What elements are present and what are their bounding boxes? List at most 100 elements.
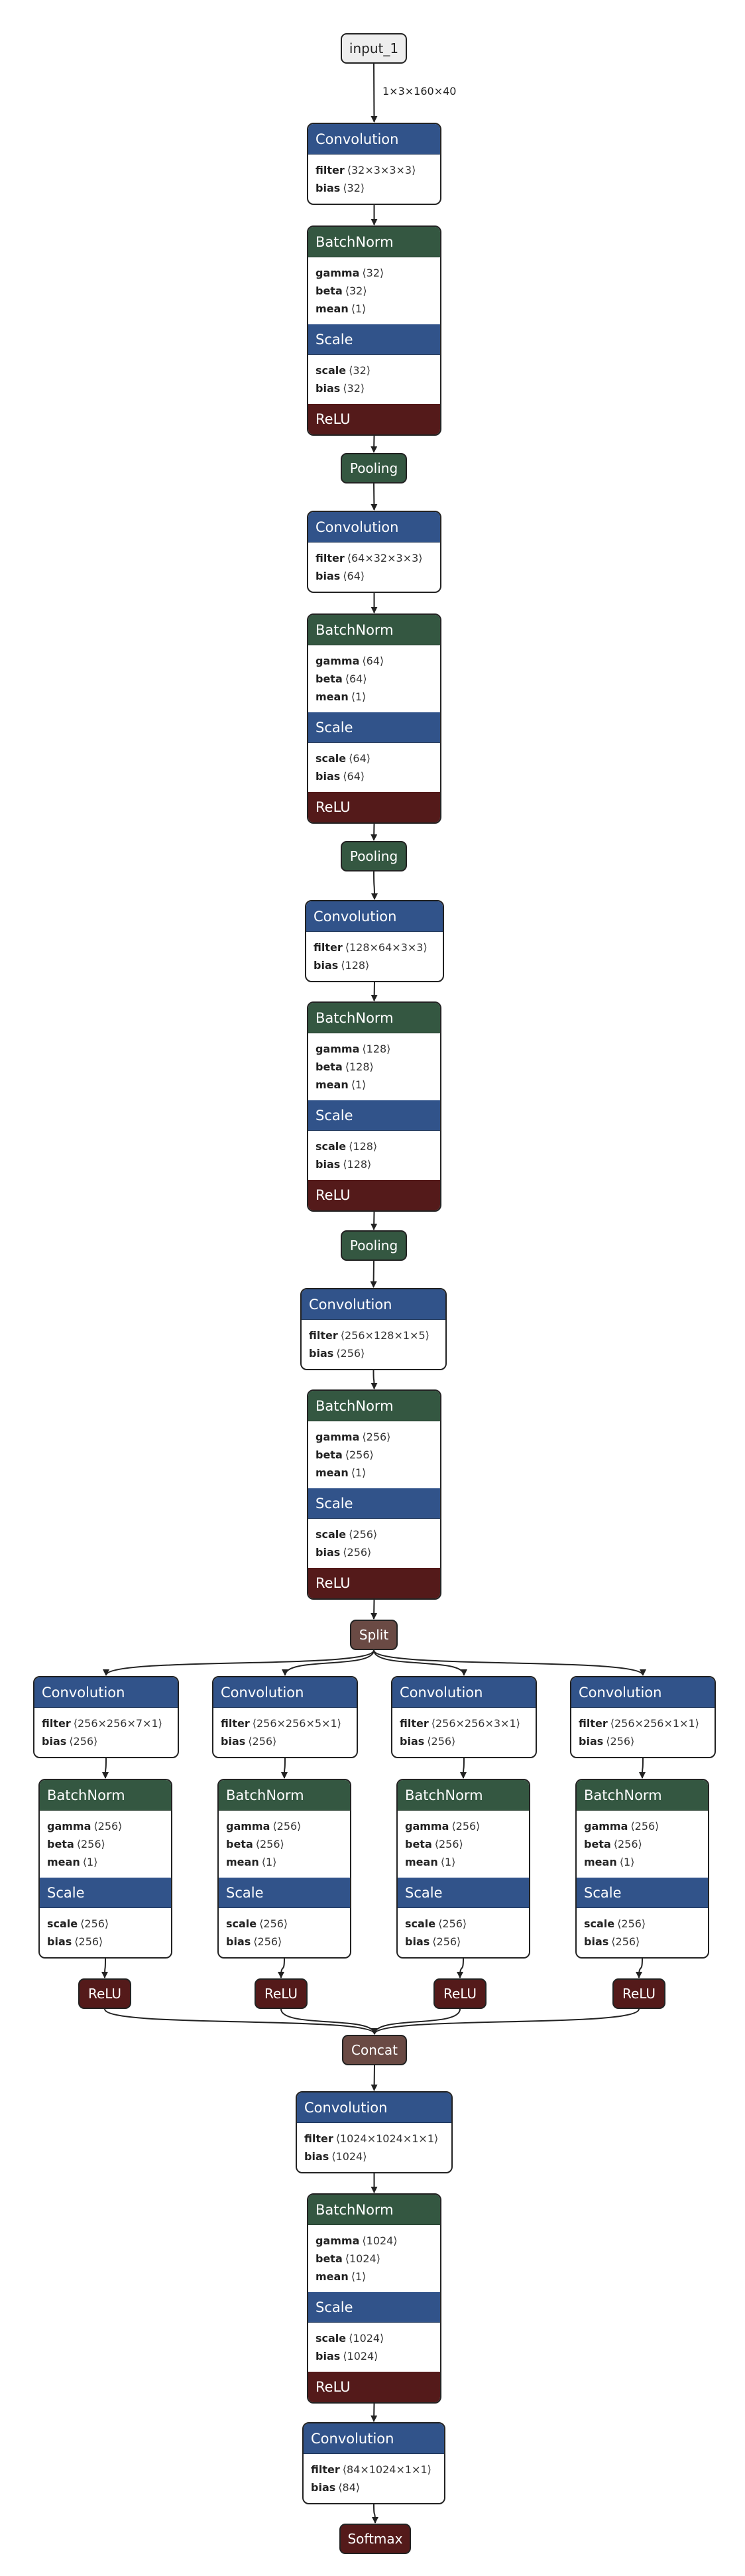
bn3-node-batchnorm-attributes: gamma⟨128⟩beta⟨128⟩mean⟨1⟩ (308, 1033, 440, 1100)
branch2-bn-node-scale-attr-value: ⟨256⟩ (432, 1935, 461, 1948)
pool3-node[interactable]: Pooling (341, 1230, 407, 1261)
branch0-relu-node[interactable]: ReLU (78, 1978, 131, 2009)
branch3-bn-node-batchnorm-attr-name: gamma (584, 1820, 628, 1833)
edge-22 (457, 1958, 464, 1978)
softmax-node[interactable]: Softmax (339, 2524, 411, 2554)
bn4-node-batchnorm-attr-value: ⟨256⟩ (362, 1431, 391, 1443)
bn5-node-batchnorm-attr-name: beta (315, 2252, 343, 2265)
edges (101, 63, 646, 2524)
bn2-node-batchnorm-attributes: gamma⟨64⟩beta⟨64⟩mean⟨1⟩ (308, 645, 440, 712)
branch1-bn-node-batchnorm-attr-value: ⟨256⟩ (255, 1838, 284, 1850)
branch0-bn-node-scale-attr-name: bias (47, 1935, 72, 1948)
branch1-bn-node-batchnorm-attributes: gamma⟨256⟩beta⟨256⟩mean⟨1⟩ (219, 1811, 350, 1878)
bn4-node-batchnorm-attributes: gamma⟨256⟩beta⟨256⟩mean⟨1⟩ (308, 1421, 440, 1488)
conv1-node-attr-name: bias (315, 182, 341, 194)
branch2-relu-node[interactable]: ReLU (433, 1978, 487, 2009)
bn1-node-batchnorm-attr-name: gamma (315, 267, 360, 279)
branch3-conv-node-attr-value: ⟨256×256×1×1⟩ (610, 1717, 699, 1730)
bn4-node-batchnorm-attr-name: gamma (315, 1431, 360, 1443)
conv2-node-attr-filter: filter⟨64×32×3×3⟩ (315, 549, 440, 567)
conv2-node-attr-name: filter (315, 552, 345, 564)
bn5-node-scale-attr-value: ⟨1024⟩ (343, 2350, 378, 2362)
branch3-conv-node-attributes: filter⟨256×256×1×1⟩bias⟨256⟩ (571, 1708, 715, 1757)
bn4-node-scale-attr-value: ⟨256⟩ (343, 1546, 372, 1559)
branch0-conv-node-attr-name: bias (42, 1735, 67, 1748)
conv6-node-attr-filter: filter⟨84×1024×1×1⟩ (311, 2461, 444, 2479)
bn5-node-batchnorm-attr-value: ⟨1024⟩ (345, 2252, 380, 2265)
bn4-node-scale-attr-name: bias (315, 1546, 341, 1559)
branch2-conv-node-attributes: filter⟨256×256×3×1⟩bias⟨256⟩ (392, 1708, 536, 1757)
branch3-bn-node-scale-attr-bias: bias⟨256⟩ (584, 1933, 708, 1951)
branch3-relu-node[interactable]: ReLU (612, 1978, 665, 2009)
edge-7 (371, 982, 378, 1001)
bn4-node-scale-attr-bias: bias⟨256⟩ (315, 1543, 440, 1561)
pool1-node[interactable]: Pooling (341, 453, 407, 483)
bn2-node-relu-header: ReLU (308, 792, 440, 822)
bn2-node-batchnorm-attr-gamma: gamma⟨64⟩ (315, 652, 440, 670)
edge-24 (373, 1649, 646, 1676)
branch0-bn-node-batchnorm-attr-value: ⟨1⟩ (82, 1856, 98, 1868)
branch2-conv-node-attr-value: ⟨256⟩ (427, 1735, 456, 1748)
conv1-node-attr-bias: bias⟨32⟩ (315, 179, 440, 197)
branch3-bn-node-batchnorm-attr-mean: mean⟨1⟩ (584, 1853, 708, 1871)
branch1-bn-node-scale-attr-name: bias (226, 1935, 251, 1948)
branch2-bn-node-scale-attr-bias: bias⟨256⟩ (405, 1933, 529, 1951)
edge-27 (371, 2008, 640, 2035)
input-node[interactable]: input_1 (341, 33, 407, 64)
branch1-relu-node[interactable]: ReLU (255, 1978, 308, 2009)
bn2-node-batchnorm-attr-name: beta (315, 673, 343, 685)
branch0-bn-node-scale-attr-name: scale (47, 1917, 78, 1930)
pool2-node[interactable]: Pooling (341, 841, 407, 871)
bn1-node-batchnorm-attr-mean: mean⟨1⟩ (315, 300, 440, 318)
concat-node[interactable]: Concat (342, 2035, 407, 2065)
branch0-bn-node-batchnorm-attributes: gamma⟨256⟩beta⟨256⟩mean⟨1⟩ (40, 1811, 171, 1878)
edge-21 (460, 1758, 467, 1779)
branch2-conv-node-header: Convolution (392, 1677, 536, 1708)
branch2-bn-node-scale-attr-value: ⟨256⟩ (438, 1917, 467, 1930)
branch2-bn-node-batchnorm-attr-value: ⟨1⟩ (440, 1856, 456, 1868)
branch2-bn-node-batchnorm-attr-beta: beta⟨256⟩ (405, 1835, 529, 1853)
bn1-node-scale-attr-value: ⟨32⟩ (349, 364, 371, 377)
bn5-node-batchnorm-attr-value: ⟨1024⟩ (362, 2234, 398, 2247)
conv6-node-header: Convolution (304, 2423, 444, 2454)
bn2-node-batchnorm-attr-value: ⟨64⟩ (362, 655, 384, 667)
bn1-node-scale-attr-value: ⟨32⟩ (343, 382, 365, 395)
bn5-node-batchnorm-attr-beta: beta⟨1024⟩ (315, 2250, 440, 2268)
bn2-node-batchnorm-header: BatchNorm (308, 615, 440, 645)
split-node[interactable]: Split (350, 1620, 398, 1650)
branch1-conv-node-attr-name: bias (221, 1735, 246, 1748)
bn1-node-batchnorm-attr-value: ⟨32⟩ (345, 285, 367, 297)
bn2-node-scale-attributes: scale⟨64⟩bias⟨64⟩ (308, 743, 440, 792)
branch3-conv-node-attr-bias: bias⟨256⟩ (579, 1732, 715, 1750)
branch0-bn-node-batchnorm-attr-name: mean (47, 1856, 80, 1868)
branch1-bn-node-scale-attr-bias: bias⟨256⟩ (226, 1933, 350, 1951)
branch1-bn-node-scale-attr-value: ⟨256⟩ (253, 1935, 282, 1948)
bn3-node-batchnorm-attr-name: gamma (315, 1043, 360, 1055)
branch2-bn-node-scale-attr-name: scale (405, 1917, 436, 1930)
bn1-node-batchnorm-attr-gamma: gamma⟨32⟩ (315, 264, 440, 282)
branch0-conv-node-header: Convolution (34, 1677, 178, 1708)
edge-26 (636, 1958, 643, 1978)
branch0-bn-node-scale-attr-scale: scale⟨256⟩ (47, 1915, 171, 1933)
bn2-node-scale-attr-scale: scale⟨64⟩ (315, 749, 440, 767)
branch3-conv-node-attr-value: ⟨256⟩ (606, 1735, 635, 1748)
